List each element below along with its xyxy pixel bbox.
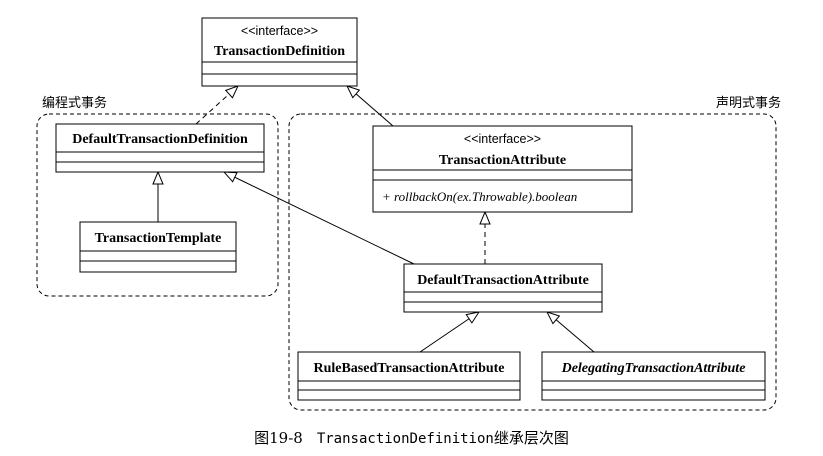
- class-name: DefaultTransactionDefinition: [72, 132, 248, 147]
- stereotype-label: <<interface>>: [241, 24, 318, 38]
- figure-caption-code: TransactionDefinition: [316, 431, 494, 447]
- figure-caption: 图19-8 TransactionDefinition继承层次图: [0, 427, 823, 448]
- class-box-transaction-template: TransactionTemplate: [79, 221, 237, 273]
- programmatic-group-boundary: [36, 113, 279, 297]
- realization-default-definition-to-definition: [195, 86, 238, 125]
- generalization-default-attribute-to-default-definition: [224, 172, 415, 265]
- class-name: DelegatingTransactionAttribute: [561, 361, 746, 376]
- class-name: RuleBasedTransactionAttribute: [313, 361, 504, 376]
- declarative-group-label: 声明式事务: [716, 95, 781, 111]
- class-box-transaction-definition: <<interface>> TransactionDefinition: [201, 17, 358, 87]
- generalization-transaction-attribute-to-definition: [347, 86, 394, 127]
- figure-number: 图19-8: [254, 429, 303, 447]
- class-box-transaction-attribute: <<interface>> TransactionAttribute + rol…: [372, 125, 633, 213]
- method-signature: + rollbackOn(ex.Throwable).boolean: [382, 189, 577, 204]
- stereotype-label: <<interface>>: [464, 132, 541, 146]
- class-name: TransactionAttribute: [439, 153, 566, 168]
- class-name: DefaultTransactionAttribute: [417, 273, 589, 288]
- class-box-default-transaction-attribute: DefaultTransactionAttribute: [403, 263, 603, 313]
- declarative-group-boundary: [288, 113, 777, 411]
- programmatic-group-label: 编程式事务: [42, 95, 107, 111]
- generalization-delegating-to-default-attribute: [547, 312, 595, 353]
- figure-caption-suffix: 继承层次图: [493, 429, 569, 447]
- class-box-default-transaction-definition: DefaultTransactionDefinition: [55, 123, 265, 173]
- class-box-delegating-transaction-attribute: DelegatingTransactionAttribute: [541, 351, 766, 401]
- generalization-rule-based-to-default-attribute: [419, 312, 479, 353]
- class-name: TransactionDefinition: [214, 44, 345, 59]
- class-box-rule-based-transaction-attribute: RuleBasedTransactionAttribute: [297, 351, 521, 401]
- class-name: TransactionTemplate: [95, 231, 222, 246]
